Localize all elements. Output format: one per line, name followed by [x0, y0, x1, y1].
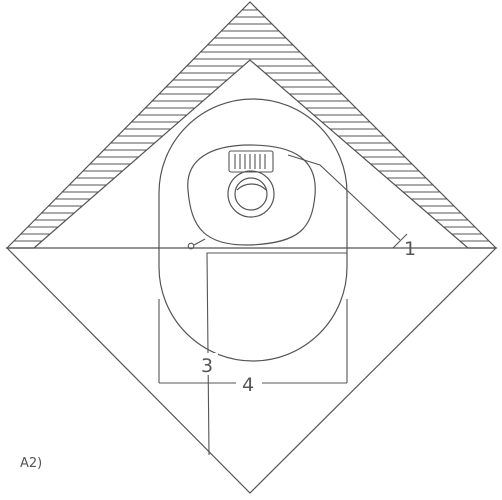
- callout-4: 4: [242, 374, 254, 396]
- floor-diamond-outline: [5, 247, 498, 494]
- callout-3-mask: [198, 353, 218, 375]
- leader-line-3: [206, 252, 347, 456]
- flush-knob-icon: [187, 238, 206, 250]
- drain-icon: [227, 170, 275, 218]
- hatched-wall-band: [5, 1, 498, 249]
- leader-line-1: [287, 154, 401, 241]
- toilet-inner-recess: [187, 144, 316, 246]
- callout-3: 3: [201, 355, 213, 377]
- toilet-pan-outline: [158, 98, 348, 362]
- callout-1: 1: [404, 238, 416, 260]
- panel-label: A2): [20, 456, 42, 471]
- grille-icon: [228, 150, 274, 173]
- width-dimension-bracket: [158, 299, 348, 384]
- leader-line-1-tick: [392, 233, 408, 249]
